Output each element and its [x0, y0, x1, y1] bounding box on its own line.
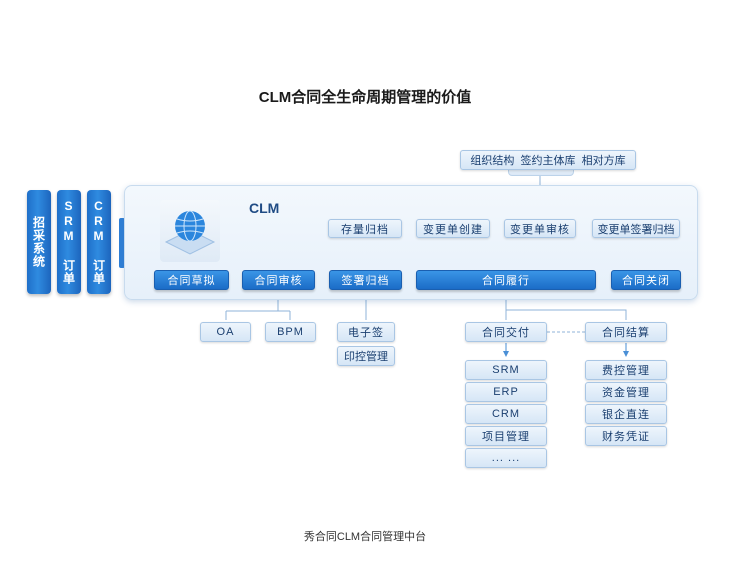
flow-review: 合同审核	[242, 270, 315, 290]
change-create-box: 变更单创建	[416, 219, 490, 238]
side-system-procurement: 招采系统	[27, 190, 51, 294]
integration-bpm: BPM	[265, 322, 316, 342]
change-sign-archive-label: 变更单签署归档	[597, 223, 675, 236]
change-review-box: 变更单审核	[504, 219, 576, 238]
settlement-item: 财务凭证	[585, 426, 667, 446]
delivery-item: CRM	[465, 404, 547, 424]
integration-seal: 印控管理	[337, 346, 395, 366]
settlement-header: 合同结算	[585, 322, 667, 342]
side-system-crm-order: CRM 订单	[87, 190, 111, 294]
flow-close-label: 合同关闭	[622, 275, 670, 287]
stock-archive-label: 存量归档	[341, 223, 389, 236]
change-review-label: 变更单审核	[510, 223, 570, 236]
integration-seal-label: 印控管理	[344, 351, 388, 363]
flow-draft-label: 合同草拟	[167, 275, 216, 287]
diagram-title: CLM合同全生命周期管理的价值	[258, 89, 472, 106]
settlement-item: 资金管理	[585, 382, 667, 402]
integration-esign-label: 电子签	[348, 327, 384, 339]
delivery-header: 合同交付	[465, 322, 547, 342]
footer-caption: 秀合同CLM合同管理中台	[303, 531, 427, 543]
settlement-item: 银企直连	[585, 404, 667, 424]
integration-oa-label: OA	[216, 326, 235, 338]
side-system-label: CRM 订单	[91, 199, 106, 285]
delivery-item: ... ...	[465, 448, 547, 468]
side-system-label: 招采系统	[31, 216, 46, 268]
flow-close: 合同关闭	[611, 270, 681, 290]
delivery-item-label: 项目管理	[482, 431, 530, 443]
delivery-title: 合同交付	[482, 327, 530, 339]
delivery-item-label: ERP	[493, 386, 519, 398]
flow-sign-archive-label: 签署归档	[341, 275, 390, 287]
flow-sign-archive: 签署归档	[329, 270, 402, 290]
flow-draft: 合同草拟	[154, 270, 229, 290]
change-create-label: 变更单创建	[423, 223, 483, 236]
settlement-item-label: 财务凭证	[602, 431, 650, 443]
integration-bpm-label: BPM	[277, 326, 304, 338]
integration-esign: 电子签	[337, 322, 395, 342]
settlement-item-label: 银企直连	[602, 409, 650, 421]
delivery-item: ERP	[465, 382, 547, 402]
delivery-item: 项目管理	[465, 426, 547, 446]
settlement-title: 合同结算	[602, 327, 650, 339]
settlement-item-label: 费控管理	[602, 365, 650, 377]
side-system-srm-order: SRM 订单	[57, 190, 81, 294]
platform-graphic	[160, 200, 220, 262]
side-system-label: SRM 订单	[61, 199, 76, 285]
master-data-tab: 组织结构 签约主体库 相对方库	[460, 150, 636, 170]
integration-oa: OA	[200, 322, 251, 342]
settlement-item-label: 资金管理	[602, 387, 650, 399]
flow-review-label: 合同审核	[254, 275, 303, 287]
clm-label: CLM	[249, 200, 280, 216]
side-connector	[119, 218, 125, 268]
globe-icon	[164, 210, 216, 255]
settlement-item: 费控管理	[585, 360, 667, 380]
stock-archive-box: 存量归档	[328, 219, 402, 238]
flow-fulfilment: 合同履行	[416, 270, 596, 290]
delivery-item-label: ... ...	[491, 452, 521, 464]
flow-fulfilment-label: 合同履行	[482, 275, 530, 287]
delivery-item-label: CRM	[491, 408, 521, 420]
delivery-item-label: SRM	[492, 364, 520, 376]
master-data-label: 组织结构 签约主体库 相对方库	[470, 155, 626, 167]
delivery-item: SRM	[465, 360, 547, 380]
change-sign-archive-box: 变更单签署归档	[592, 219, 680, 238]
